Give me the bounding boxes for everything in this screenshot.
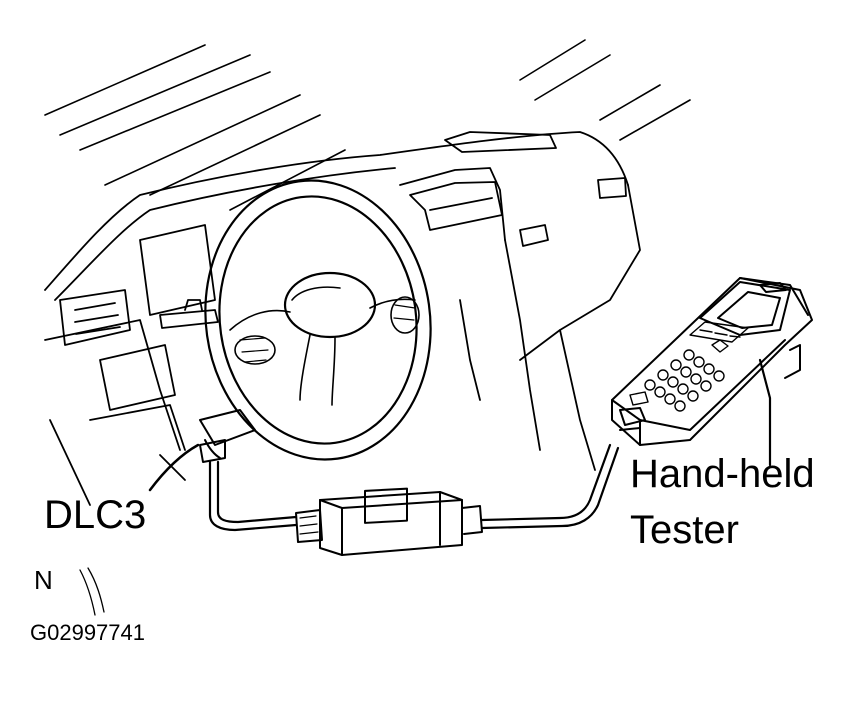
tester-screen — [717, 291, 781, 329]
hand-held-tester — [611, 277, 813, 467]
defrost-vent — [444, 131, 557, 153]
hazard-switch — [519, 224, 549, 247]
dashboard — [44, 131, 641, 506]
left-vent — [59, 289, 131, 346]
windshield-lines — [44, 39, 691, 211]
adapter-box — [295, 487, 483, 556]
figure-code: G02997741 — [30, 620, 145, 645]
tester-label-line1: Hand-held — [630, 452, 815, 496]
instrument-cluster-left — [139, 224, 216, 316]
tester-label-line2: Tester — [630, 508, 739, 552]
airbag-hub — [283, 271, 377, 339]
view-mark-lines — [79, 567, 105, 616]
dlc3-connector — [148, 409, 256, 492]
tester-cable — [480, 443, 620, 530]
dlc3-leader-line — [148, 443, 200, 492]
wheel-switch-right — [390, 296, 420, 334]
view-mark-label: N — [34, 565, 53, 595]
center-vents — [409, 181, 503, 231]
adapter-label-window — [364, 487, 408, 524]
tester-screen-housing — [699, 281, 791, 336]
steering-wheel — [204, 179, 432, 461]
cable — [208, 460, 298, 532]
lower-panel — [99, 344, 176, 411]
tester-keypad — [629, 321, 749, 412]
wheel-switch-left — [234, 335, 276, 365]
side-vent-right — [597, 177, 627, 199]
tester-leader-line — [758, 358, 772, 467]
dlc3-label: DLC3 — [44, 493, 147, 537]
